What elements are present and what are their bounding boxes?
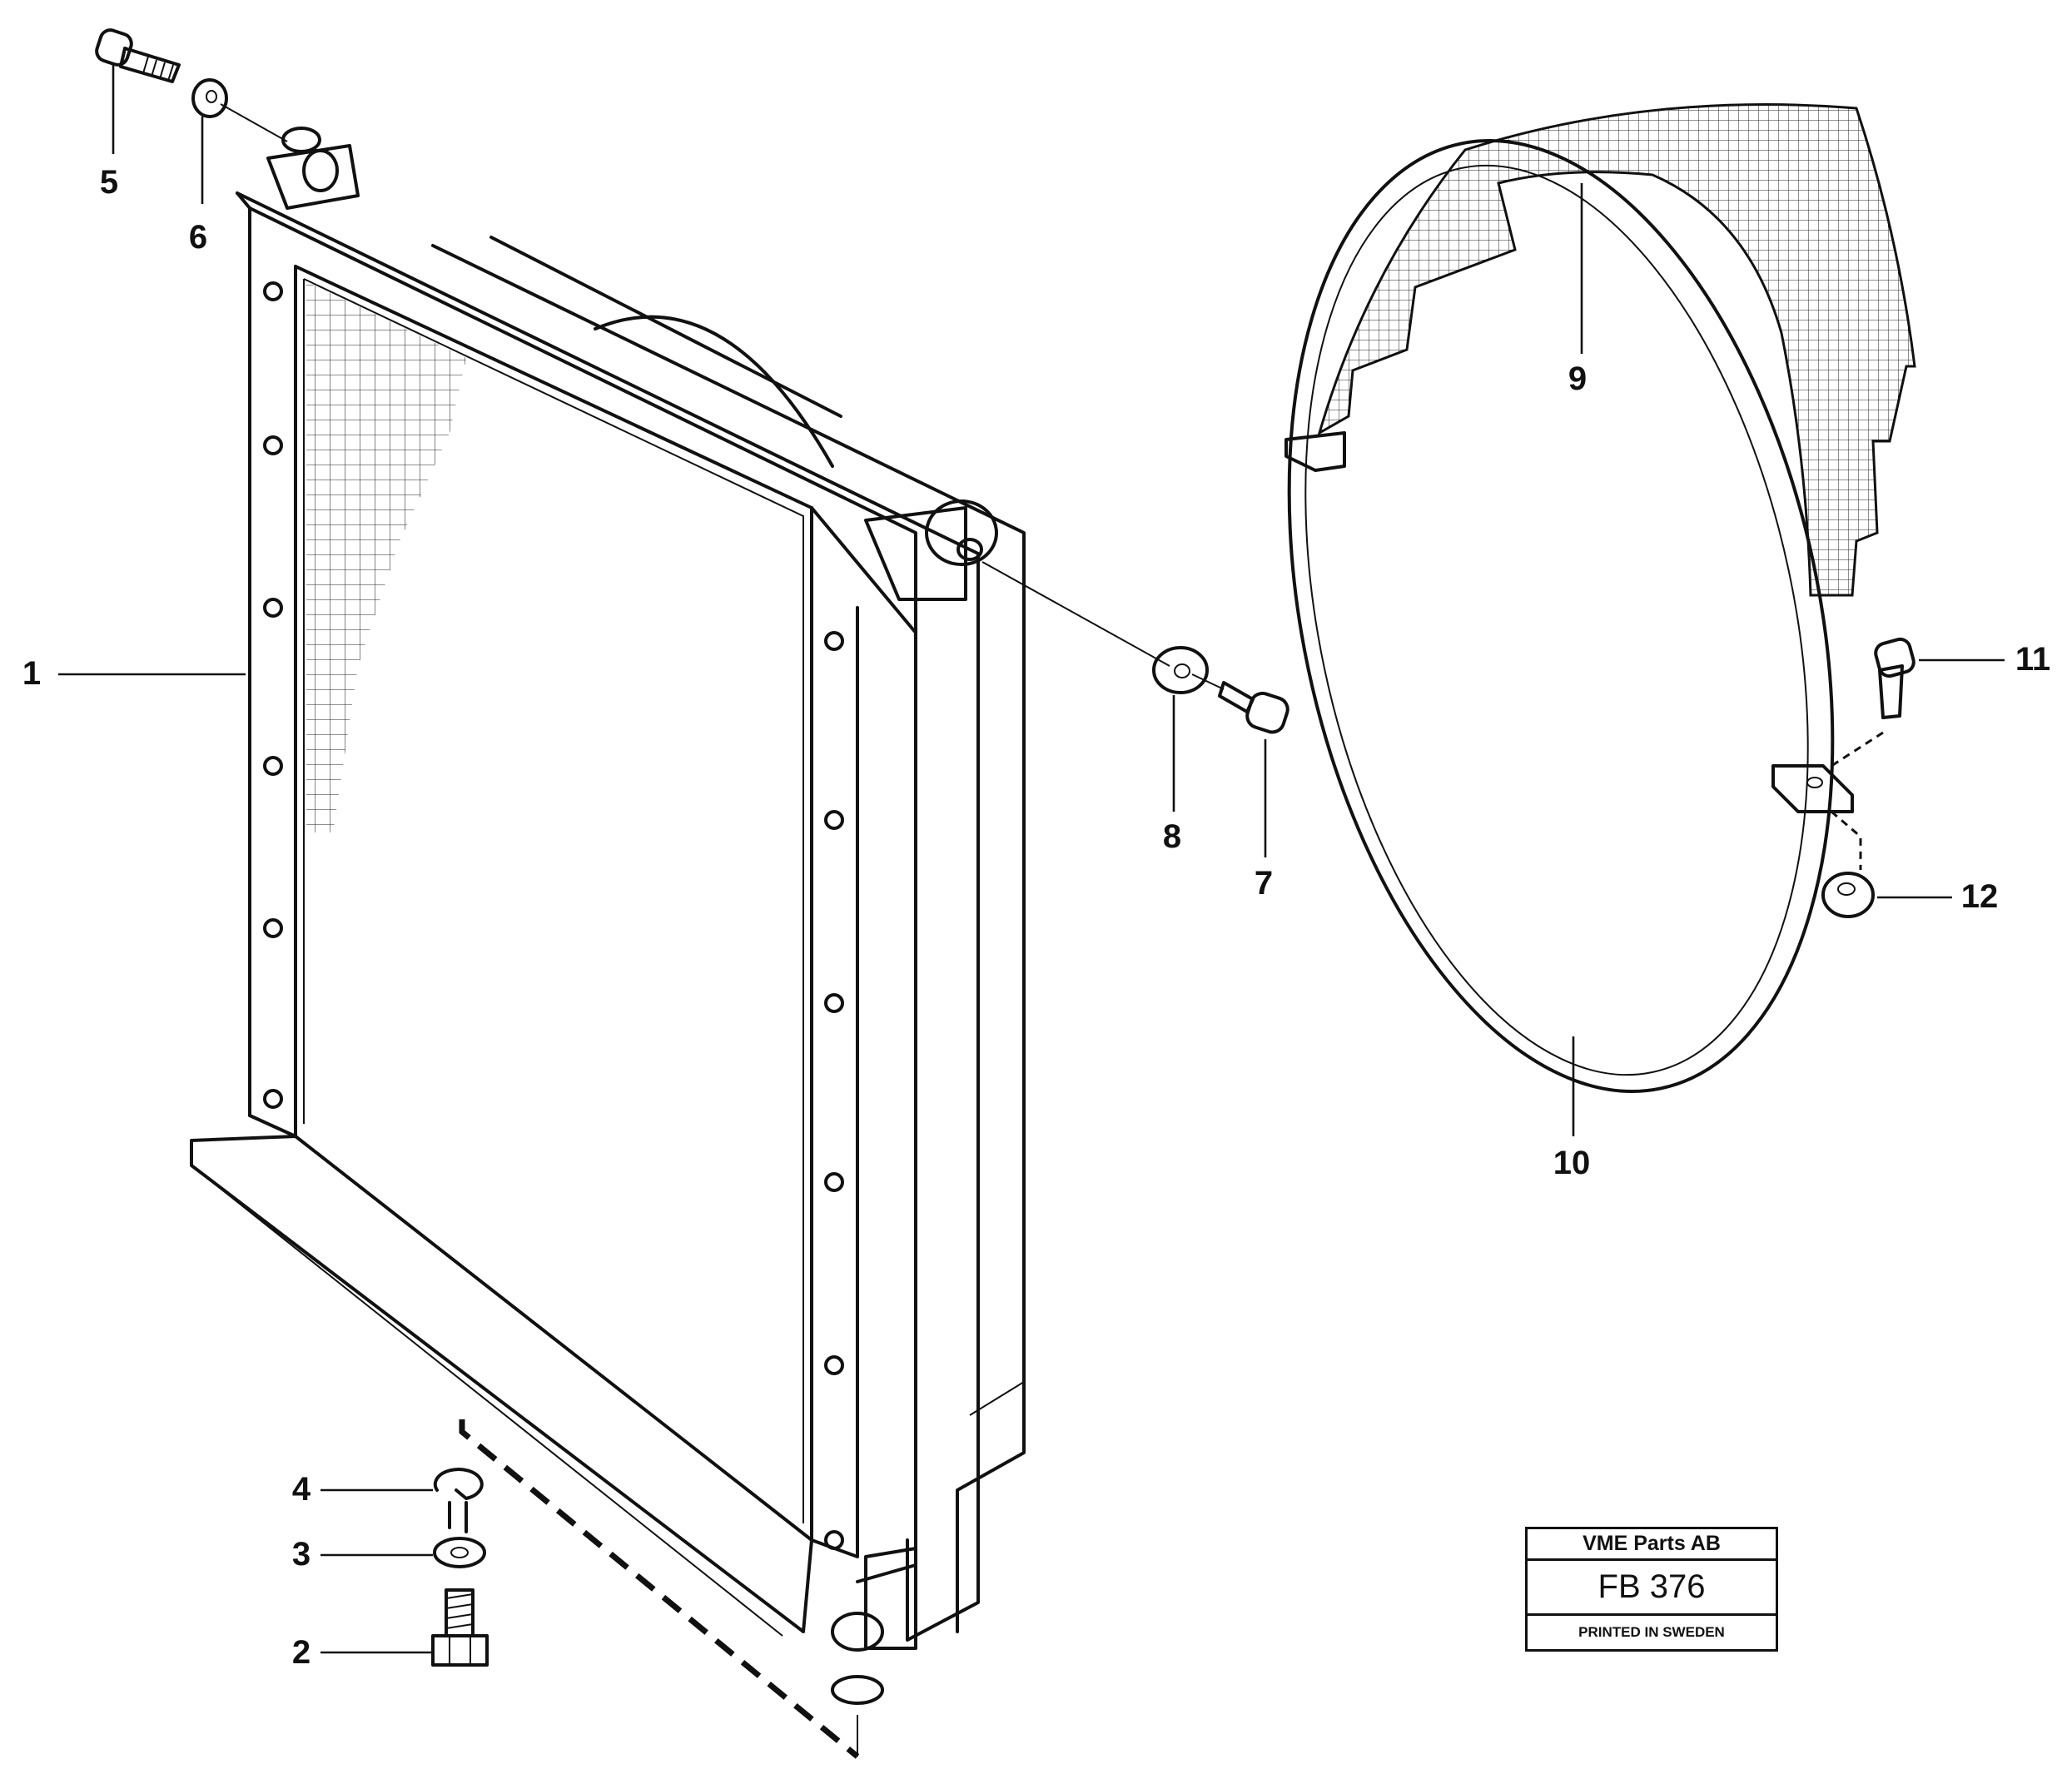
bottom-fixings-drawing	[431, 1468, 489, 1667]
callout-6: 6	[189, 219, 207, 256]
figure-code: FB 376	[1528, 1561, 1776, 1616]
callout-leaders	[58, 65, 2005, 1654]
callout-1: 1	[22, 655, 41, 692]
callout-3: 3	[292, 1536, 311, 1573]
callout-2: 2	[292, 1634, 311, 1671]
printed-note: PRINTED IN SWEDEN	[1578, 1624, 1725, 1640]
washer-top-drawing	[191, 78, 288, 142]
callout-8: 8	[1163, 818, 1181, 855]
callout-10: 10	[1553, 1145, 1591, 1181]
company-name: VME Parts AB	[1528, 1529, 1776, 1561]
bolt-top-drawing	[95, 28, 181, 83]
callout-7: 7	[1255, 865, 1273, 902]
side-fixings-drawing	[981, 561, 1289, 734]
radiator-drawing	[190, 127, 1026, 1759]
fan-ring-drawing	[1284, 103, 1916, 1093]
callout-9: 9	[1568, 360, 1587, 397]
title-block: VME Parts AB FB 376 PRINTED IN SWEDEN	[1525, 1527, 1778, 1652]
callout-4: 4	[292, 1471, 311, 1508]
callout-11: 11	[2015, 641, 2050, 678]
callout-12: 12	[1961, 878, 1999, 915]
callout-5: 5	[100, 164, 118, 201]
